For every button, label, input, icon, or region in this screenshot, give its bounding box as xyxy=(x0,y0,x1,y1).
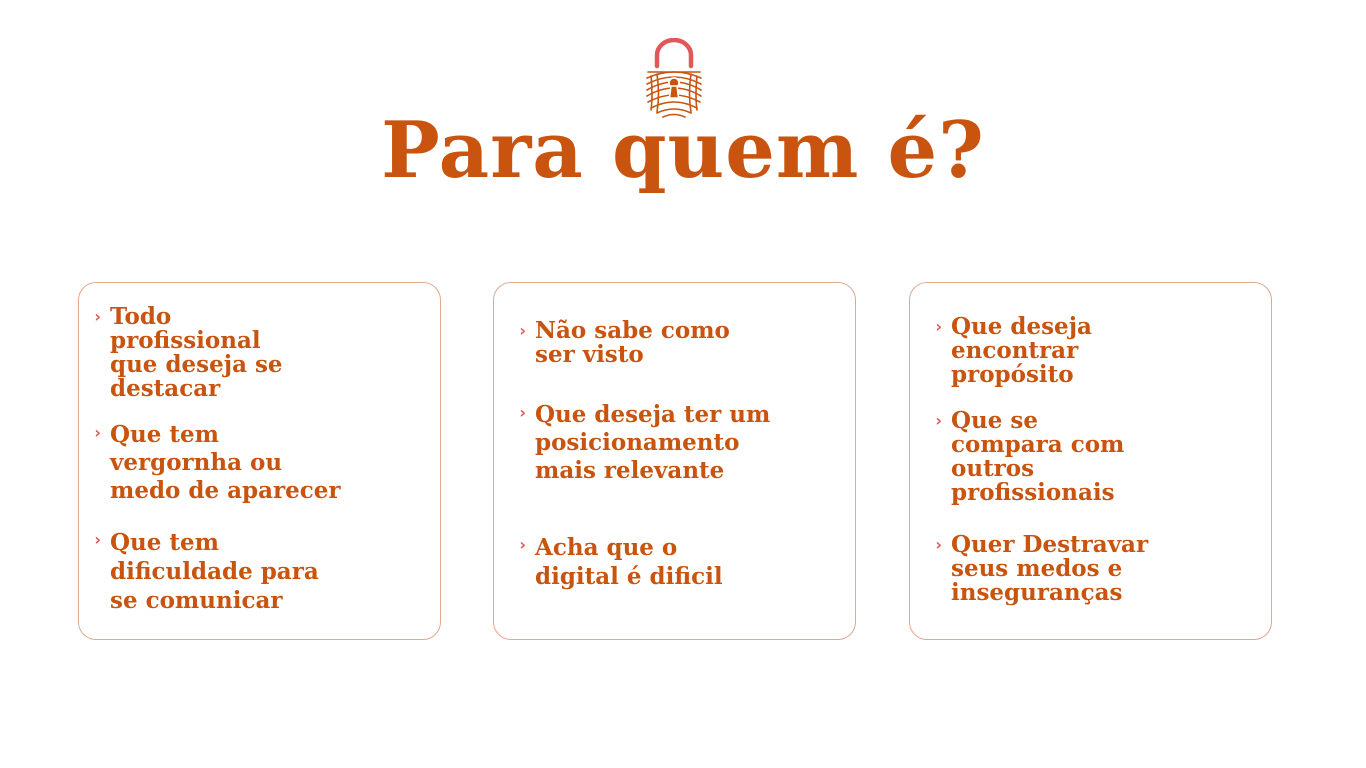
list-item: › Acha que o digital é dificil xyxy=(504,533,849,591)
chevron-right-icon: › xyxy=(519,321,526,340)
chevron-right-icon: › xyxy=(935,535,942,554)
list-item-text: Que deseja encontrar propósito xyxy=(951,313,1092,388)
audience-card-1: › Todo profissional que deseja se destac… xyxy=(78,282,441,640)
list-item: › Que tem vergornha ou medo de aparecer xyxy=(79,421,434,505)
list-item-text: Quer Destravar seus medos e inseguranças xyxy=(951,531,1149,606)
audience-card-2: › Não sabe como ser visto › Que deseja t… xyxy=(493,282,856,640)
list-item-text: Que se compara com outros profissionais xyxy=(951,407,1125,506)
list-item-text: Que tem vergornha ou medo de aparecer xyxy=(110,421,341,504)
chevron-right-icon: › xyxy=(519,535,526,554)
list-item: › Que deseja ter um posicionamento mais … xyxy=(504,401,849,485)
list-item: › Todo profissional que deseja se destac… xyxy=(79,305,434,401)
chevron-right-icon: › xyxy=(94,530,101,549)
chevron-right-icon: › xyxy=(935,317,942,336)
list-item: › Quer Destravar seus medos e inseguranç… xyxy=(920,533,1265,605)
list-item-text: Todo profissional que deseja se destacar xyxy=(110,303,283,402)
chevron-right-icon: › xyxy=(935,411,942,430)
list-item: › Que deseja encontrar propósito xyxy=(920,315,1265,387)
audience-card-3: › Que deseja encontrar propósito › Que s… xyxy=(909,282,1272,640)
padlock-fingerprint-icon xyxy=(643,37,705,118)
list-item-text: Acha que o digital é dificil xyxy=(535,534,723,590)
chevron-right-icon: › xyxy=(94,423,101,442)
page-title: Para quem é? xyxy=(381,105,985,196)
list-item-text: Não sabe como ser visto xyxy=(535,317,730,368)
chevron-right-icon: › xyxy=(519,403,526,422)
list-item-text: Que deseja ter um posicionamento mais re… xyxy=(535,401,771,484)
list-item: › Que se compara com outros profissionai… xyxy=(920,409,1265,505)
list-item-text: Que tem dificuldade para se comunicar xyxy=(110,529,319,614)
list-item: › Não sabe como ser visto xyxy=(504,319,849,367)
chevron-right-icon: › xyxy=(94,307,101,326)
list-item: › Que tem dificuldade para se comunicar xyxy=(79,528,434,615)
